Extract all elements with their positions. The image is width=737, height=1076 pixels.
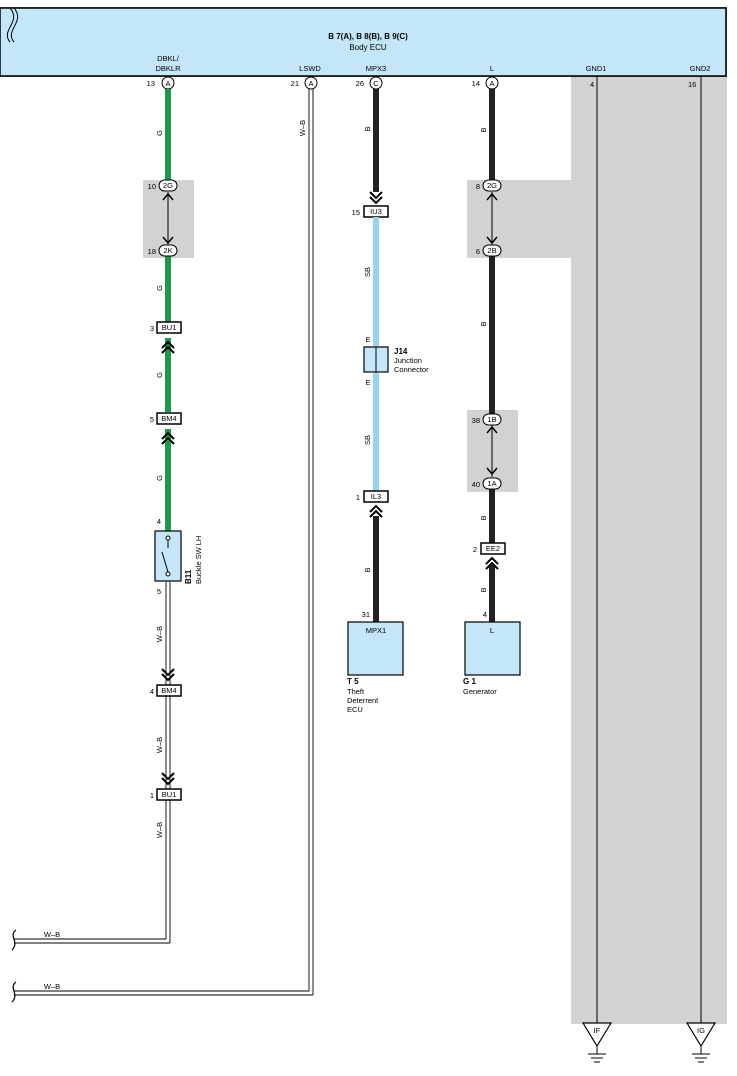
pin-label-mpx3: MPX3 <box>366 64 386 73</box>
conn-2k-left-pin: 18 <box>148 247 156 256</box>
junction-name-1: Junction <box>394 356 422 365</box>
theft-pin-number: 31 <box>362 610 370 619</box>
pin-connector-a3: A <box>489 79 494 88</box>
conn-1b-pin: 38 <box>472 416 480 425</box>
wire-label-sb2: SB <box>363 435 372 445</box>
ground-bus-shade <box>571 76 727 1024</box>
wire-white-black-1 <box>14 581 171 944</box>
junction-id: J14 <box>394 347 408 356</box>
pin-number-26: 26 <box>356 79 364 88</box>
ground-symbol-if: IF <box>581 1022 613 1063</box>
wire-label-g3: G <box>155 372 164 378</box>
conn-1a-label: 1A <box>487 479 496 488</box>
pin-label-gnd1: GND1 <box>586 64 607 73</box>
ground-wires <box>596 76 702 1023</box>
generator-pin-label: L <box>490 626 494 635</box>
conn-bu1-bottom-label: BU1 <box>162 790 177 799</box>
pin-number-21: 21 <box>291 79 299 88</box>
conn-iu3-pin: 15 <box>352 208 360 217</box>
junction-name-2: Connector <box>394 365 429 374</box>
conn-2b-label: 2B <box>487 246 496 255</box>
generator-box <box>464 621 521 676</box>
wire-label-e2: E <box>365 378 370 387</box>
wire-label-b-l3: B <box>479 515 488 520</box>
wire-label-wb-bottom2: W–B <box>44 982 60 991</box>
conn-bm4-bottom-pin: 4 <box>150 687 154 696</box>
wire-label-wb-lswd: W–B <box>298 120 307 136</box>
wire-label-wb2: W–B <box>155 737 164 753</box>
body-ecu-title: B 7(A), B 8(B), B 9(C) <box>328 32 408 41</box>
pin-connector-a1: A <box>165 79 170 88</box>
pin-connector-a2: A <box>308 79 313 88</box>
conn-2g-label: 2G <box>163 181 173 190</box>
wire-label-wb1: W–B <box>155 626 164 642</box>
pin-number-16-gnd2: 16 <box>688 80 696 89</box>
wire-label-b-mpx3: B <box>363 126 372 131</box>
theft-name-1: Theft <box>347 687 365 696</box>
theft-pin-label: MPX1 <box>366 626 386 635</box>
theft-name-3: ECU <box>347 705 363 714</box>
pin-label-gnd2: GND2 <box>690 64 711 73</box>
body-ecu-name: Body ECU <box>349 43 387 52</box>
conn-bm4-top-pin: 5 <box>150 415 154 424</box>
conn-1a-pin: 40 <box>472 480 480 489</box>
pin-connector-c: C <box>373 79 379 88</box>
generator-pin-number: 4 <box>483 610 487 619</box>
wire-label-b-l1: B <box>479 127 488 132</box>
conn-ee2-pin: 2 <box>473 545 477 554</box>
wire-label-g1: G <box>155 130 164 136</box>
buckle-pin-bottom: 5 <box>157 587 161 596</box>
wire-white-black-2 <box>14 89 314 996</box>
conn-ee2-label: EE2 <box>486 544 500 553</box>
pin-number-14: 14 <box>472 79 480 88</box>
pin-label-l: L <box>490 64 494 73</box>
wire-label-b-l4: B <box>479 587 488 592</box>
pin-label-lswd: LSWD <box>299 64 321 73</box>
wire-label-b-theft: B <box>363 567 372 572</box>
wire-label-sb1: SB <box>363 267 372 277</box>
conn-bm4-top-label: BM4 <box>161 414 176 423</box>
buckle-id: B11 <box>184 569 193 584</box>
conn-2g-left-pin: 10 <box>148 182 156 191</box>
conn-1b-label: 1B <box>487 415 496 424</box>
theft-id: T 5 <box>347 677 359 686</box>
conn-iu3-label: IU3 <box>370 207 382 216</box>
ground-label-if: IF <box>594 1026 601 1035</box>
theft-name-2: Deterrent <box>347 696 379 705</box>
pin-number-4-gnd1: 4 <box>590 80 594 89</box>
conn-il3-label: IL3 <box>371 492 381 501</box>
buckle-name: Buckle SW LH <box>194 536 203 584</box>
wire-label-wb3: W–B <box>155 822 164 838</box>
pin-number-13: 13 <box>147 79 155 88</box>
conn-bu1-bottom-pin: 1 <box>150 791 154 800</box>
pin-label-dbkl: DBKL/ <box>157 54 180 63</box>
wire-label-b-l2: B <box>479 321 488 326</box>
connector-shade-2g-2b <box>467 180 571 258</box>
conn-2k-label: 2K <box>163 246 172 255</box>
ground-label-ig: IG <box>697 1026 705 1035</box>
conn-2b-pin: 6 <box>476 247 480 256</box>
generator-name: Generator <box>463 687 497 696</box>
wire-label-g4: G <box>155 475 164 481</box>
conn-bu1-top-pin: 3 <box>150 324 154 333</box>
buckle-pin-top: 4 <box>157 517 161 526</box>
conn-2g-right-label: 2G <box>487 181 497 190</box>
conn-bm4-bottom-label: BM4 <box>161 686 176 695</box>
wire-label-e1: E <box>365 335 370 344</box>
conn-2g-right-pin: 8 <box>476 182 480 191</box>
wire-label-g2: G <box>155 285 164 291</box>
conn-bu1-top-label: BU1 <box>162 323 177 332</box>
theft-deterrent-ecu-box <box>347 621 404 676</box>
generator-id: G 1 <box>463 677 476 686</box>
conn-il3-pin: 1 <box>356 493 360 502</box>
pin-label-dbklr: DBKLR <box>155 64 181 73</box>
ground-symbol-ig: IG <box>685 1022 717 1063</box>
wire-label-wb-bottom1: W–B <box>44 930 60 939</box>
